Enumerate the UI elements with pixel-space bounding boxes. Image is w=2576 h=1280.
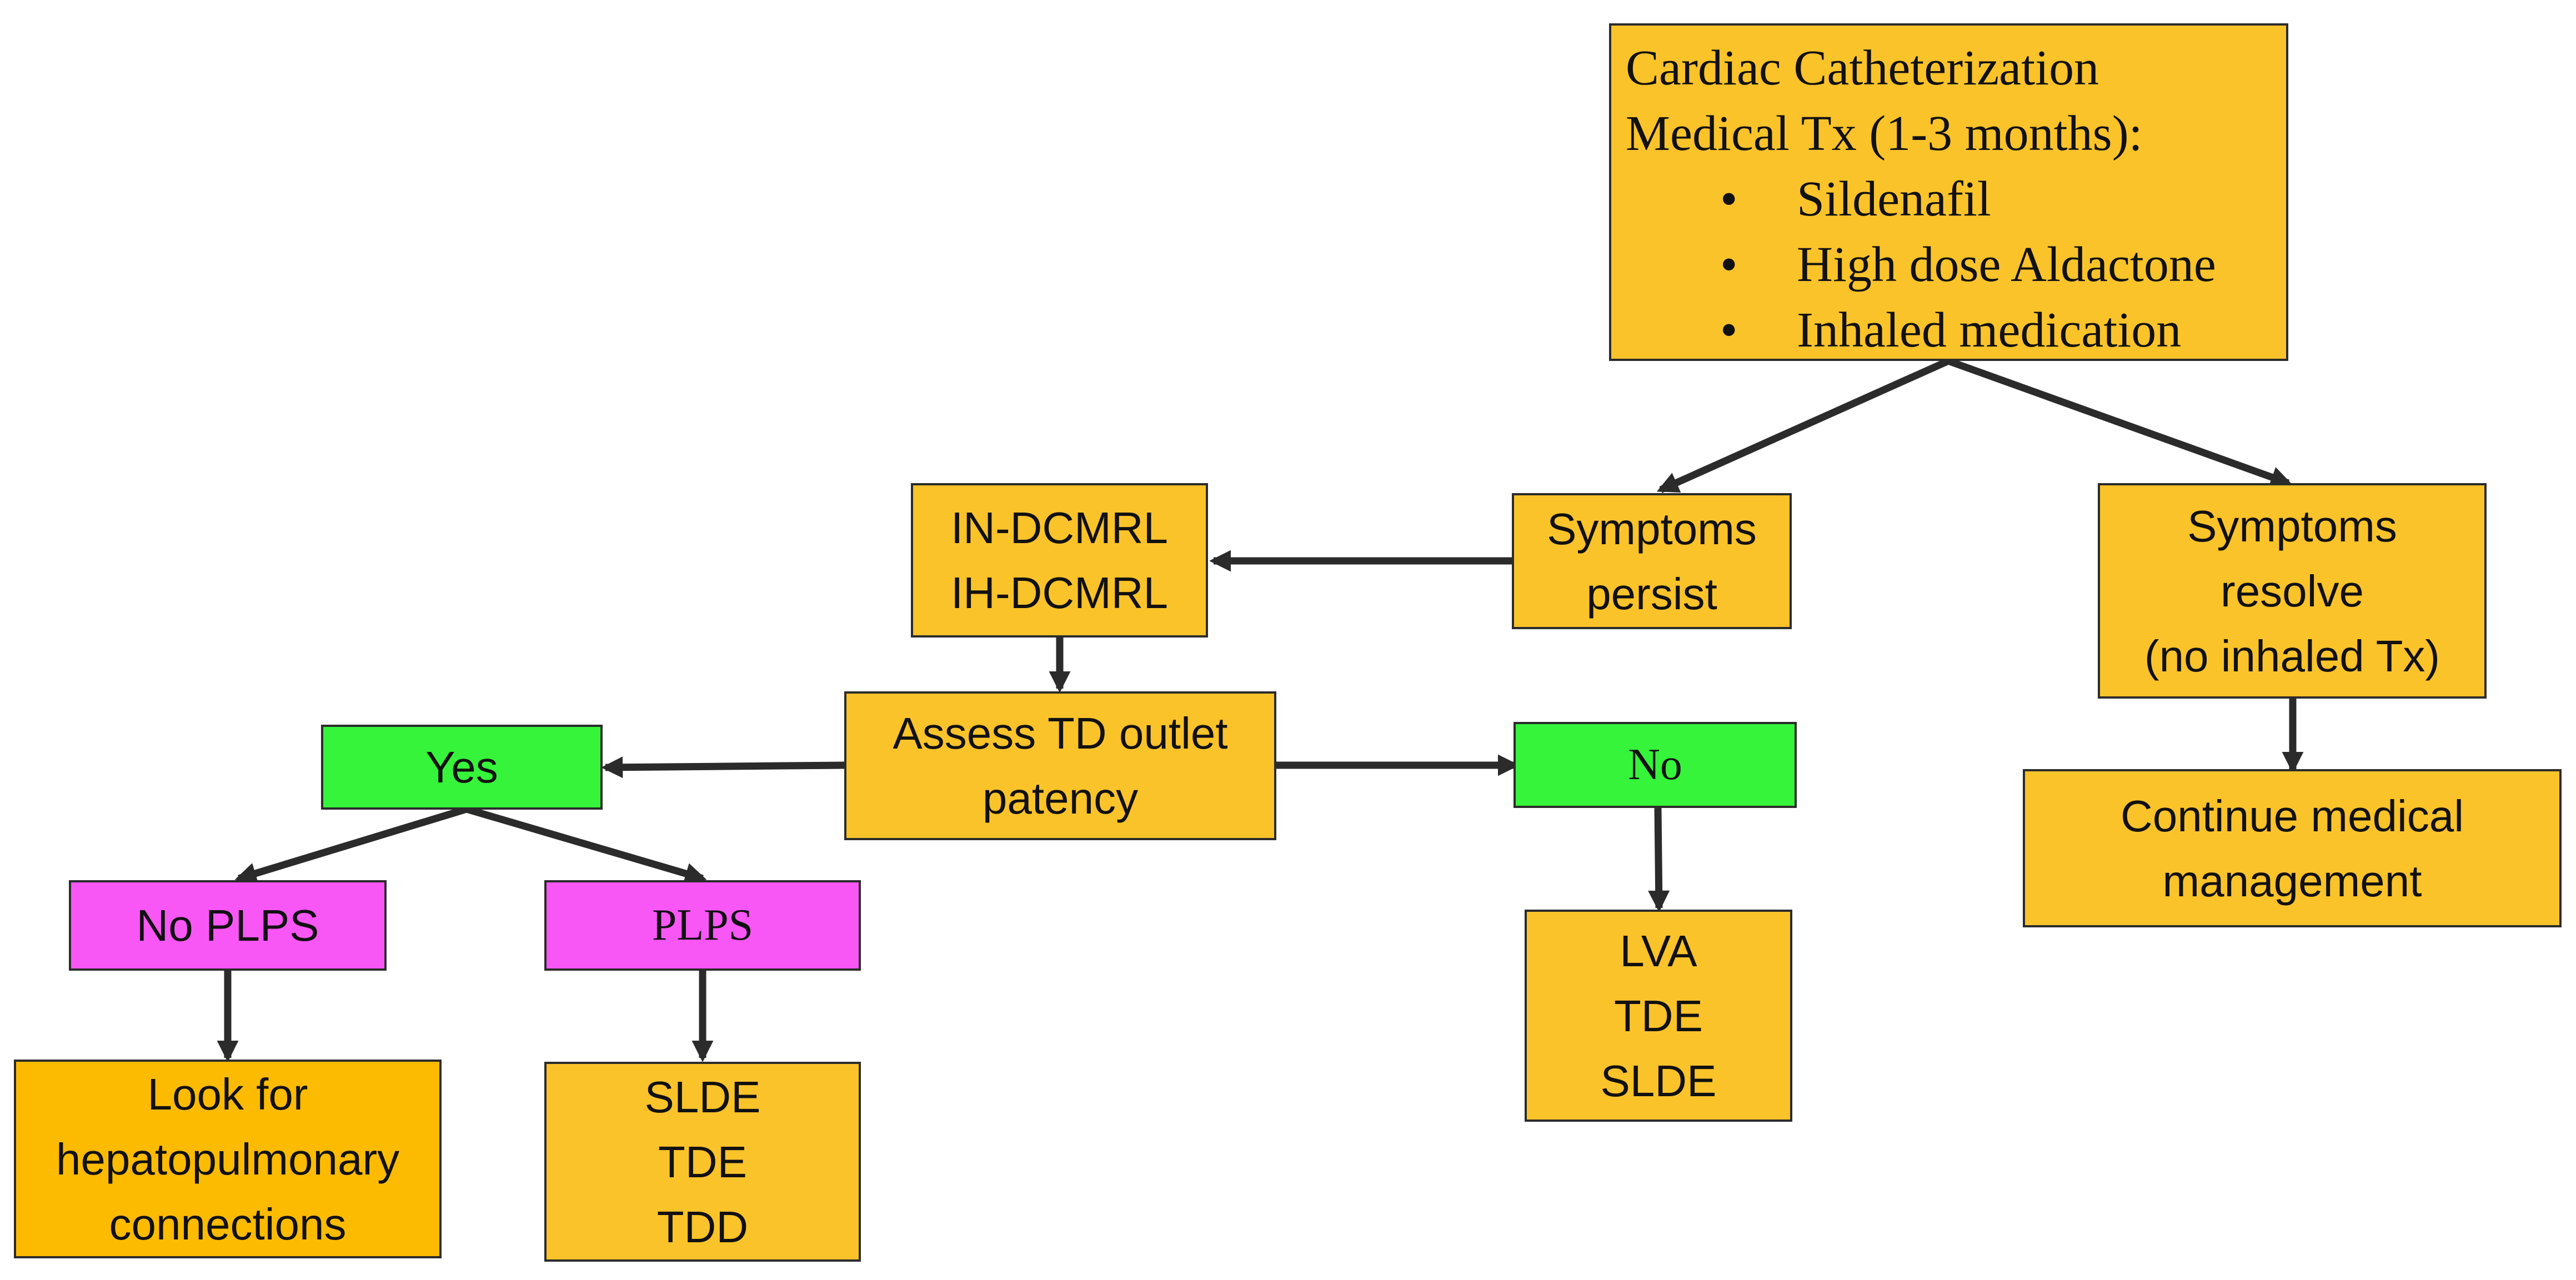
no-outcome-line: LVA — [1620, 926, 1697, 976]
arrow-start-to-resolve — [1947, 357, 2293, 488]
symptoms-resolve-line: resolve — [2221, 566, 2364, 616]
start-subtitle: Medical Tx (1-3 months): — [1626, 106, 2143, 161]
symptoms-resolve-line: Symptoms — [2187, 501, 2397, 551]
hepatopulmonary-box: Look for hepatopulmonary connections — [14, 1060, 442, 1258]
yes-label: Yes — [425, 742, 498, 792]
dcmrl-box: IN-DCMRL IH-DCMRL — [911, 483, 1208, 638]
plps-box: PLPS — [544, 880, 861, 971]
hepatopulmonary-line: connections — [109, 1199, 347, 1249]
arrow-yes-to-plps — [465, 805, 707, 884]
no-outcome-line: TDE — [1614, 991, 1703, 1041]
no-outcome-line: SLDE — [1600, 1056, 1717, 1106]
arrow-yes-to-noplps — [234, 805, 468, 884]
medication-item: High dose Aldactone — [1720, 232, 2216, 298]
plps-outcome-line: SLDE — [644, 1072, 761, 1122]
dcmrl-line: IH-DCMRL — [950, 568, 1169, 618]
symptoms-resolve-line: (no inhaled Tx) — [2144, 631, 2440, 681]
symptoms-persist-line: persist — [1586, 569, 1717, 619]
no-plps-box: No PLPS — [69, 880, 387, 971]
arrow-start-to-persist — [1656, 358, 1950, 493]
yes-box: Yes — [321, 725, 603, 810]
no-outcome-box: LVA TDE SLDE — [1525, 910, 1792, 1122]
symptoms-resolve-box: Symptoms resolve (no inhaled Tx) — [2098, 483, 2487, 699]
no-plps-label: No PLPS — [136, 901, 319, 950]
plps-outcome-line: TDE — [658, 1137, 747, 1187]
hepatopulmonary-line: Look for — [147, 1069, 308, 1119]
hepatopulmonary-line: hepatopulmonary — [56, 1134, 400, 1184]
arrow-no-to-outcome — [1648, 807, 1670, 912]
symptoms-persist-line: Symptoms — [1547, 504, 1757, 554]
continue-medical-line: management — [2162, 856, 2422, 906]
start-title: Cardiac Catheterization — [1626, 41, 2099, 96]
medication-list: Sildenafil High dose Aldactone Inhaled m… — [1626, 167, 2216, 363]
symptoms-persist-box: Symptoms persist — [1512, 493, 1792, 629]
dcmrl-line: IN-DCMRL — [950, 503, 1169, 553]
continue-medical-management-box: Continue medical management — [2023, 769, 2562, 927]
assess-line: patency — [982, 774, 1139, 823]
assess-line: Assess TD outlet — [893, 709, 1228, 758]
plps-label: PLPS — [651, 901, 754, 950]
medication-item: Sildenafil — [1720, 167, 2216, 232]
arrow-assess-to-yes — [601, 756, 848, 779]
cardiac-catheterization-box: Cardiac Catheterization Medical Tx (1-3 … — [1609, 23, 2288, 363]
assess-td-outlet-box: Assess TD outlet patency — [844, 691, 1276, 840]
no-label: No — [1628, 740, 1682, 789]
no-box: No — [1513, 722, 1797, 808]
plps-outcome-line: TDD — [656, 1202, 749, 1252]
plps-outcome-box: SLDE TDE TDD — [544, 1062, 861, 1262]
continue-medical-line: Continue medical — [2120, 791, 2464, 841]
medication-item: Inhaled medication — [1720, 298, 2216, 363]
